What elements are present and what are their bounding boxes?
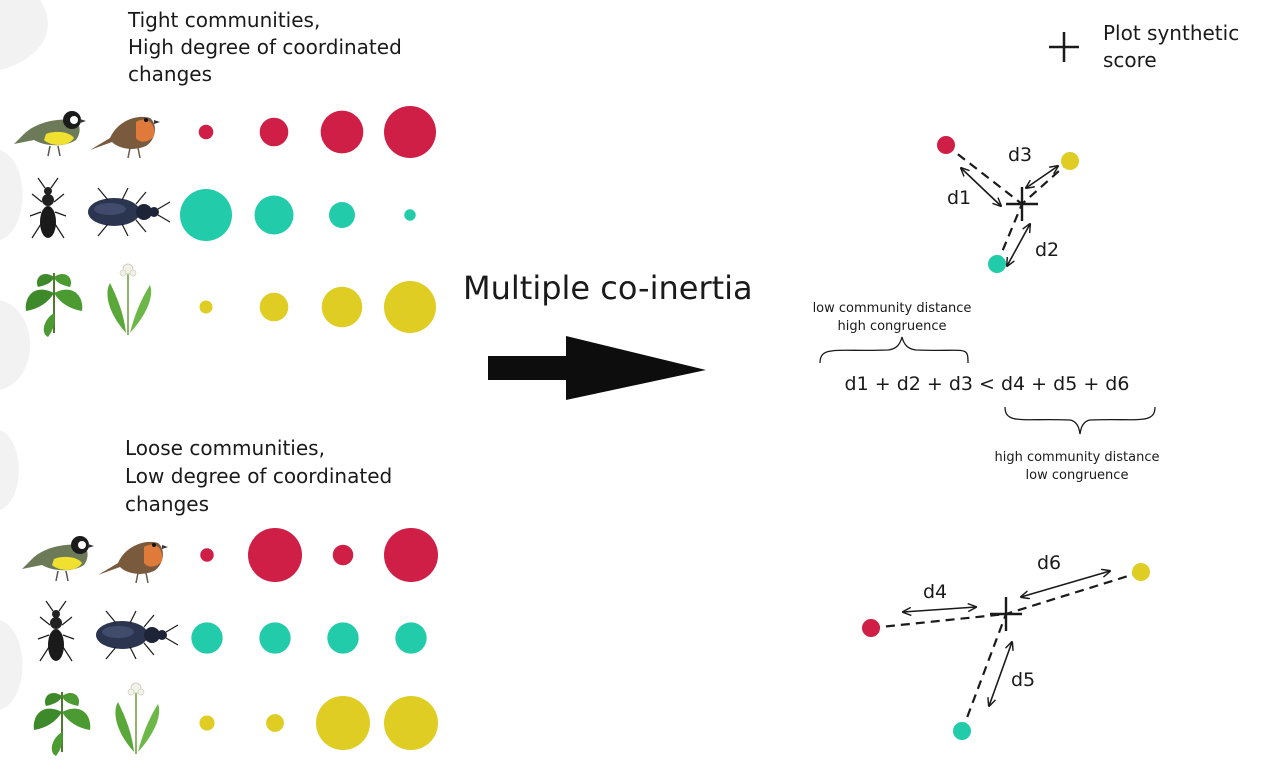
beetles-abundance-dot (329, 202, 355, 228)
loose-title-line-2: Low degree of coordinated (125, 464, 392, 488)
beetles-abundance-dot (404, 209, 416, 221)
plants-abundance-dot (199, 300, 213, 314)
birds-abundance-dot (320, 110, 364, 154)
bird-pair-icon (22, 536, 168, 583)
bird-score-point (862, 619, 880, 637)
birds-abundance-dot (384, 528, 438, 582)
d5-label: d5 (1011, 669, 1035, 691)
birds-abundance-dot (384, 106, 436, 158)
tight-dot-grid (180, 106, 436, 333)
loose-communities-panel: Loose communities, Low degree of coordin… (22, 436, 438, 756)
tight-communities-panel: Tight communities, High degree of coordi… (14, 8, 436, 337)
birds-abundance-dot (200, 548, 214, 562)
loose-coinertia-plot: d4 d5 d6 (862, 552, 1150, 740)
beetle-pair-icon (30, 178, 170, 238)
d4-arrow (903, 607, 976, 612)
legend-label-line-2: score (1103, 48, 1157, 72)
d1-arrow (961, 168, 1001, 206)
plant-pair-icon (34, 683, 159, 756)
beetle-link (995, 203, 1024, 265)
beetles-abundance-dot (259, 622, 291, 654)
low-distance-annotation-line-2: high congruence (837, 319, 946, 334)
high-distance-annotation-line-1: high community distance (994, 450, 1159, 465)
d3-arrow (1026, 166, 1058, 188)
synthetic-score-cross-icon (990, 597, 1022, 631)
plants-abundance-dot (316, 696, 370, 750)
d2-label: d2 (1035, 239, 1059, 261)
tight-title-line-3: changes (128, 62, 212, 86)
plants-abundance-dot (384, 281, 436, 333)
d1-label: d1 (947, 187, 971, 209)
beetles-abundance-dot (327, 622, 359, 654)
low-distance-annotation-line-1: low community distance (813, 301, 972, 316)
birds-abundance-dot (332, 544, 354, 566)
loose-title-line-1: Loose communities, (125, 436, 325, 460)
tight-title-line-1: Tight communities, (127, 8, 320, 32)
bird-pair-icon (14, 111, 160, 158)
high-distance-annotation-line-2: low congruence (1026, 468, 1129, 483)
tight-title-line-2: High degree of coordinated (128, 35, 402, 59)
plant-pair-icon (26, 264, 151, 337)
beetle-score-point (953, 722, 971, 740)
beetles-abundance-dot (191, 622, 223, 654)
d3-label: d3 (1008, 144, 1032, 166)
birds-abundance-dot (198, 124, 214, 140)
d4-label: d4 (923, 581, 947, 603)
beetle-pair-icon (38, 601, 178, 661)
bird-link (870, 612, 1007, 630)
synthetic-score-cross-icon (1006, 187, 1038, 221)
plants-abundance-dot (321, 286, 363, 328)
beetles-abundance-dot (395, 622, 427, 654)
plant-link (1021, 160, 1071, 205)
method-label: Multiple co-inertia (463, 269, 753, 307)
left-brace (819, 336, 969, 364)
congruence-formula: d1 + d2 + d3 < d4 + d5 + d6 (845, 373, 1130, 395)
plant-score-point (1132, 563, 1150, 581)
right-brace (1004, 406, 1156, 435)
d6-label: d6 (1037, 552, 1061, 574)
loose-dot-grid (191, 528, 438, 750)
beetle-link (960, 613, 1008, 732)
plants-abundance-dot (199, 715, 215, 731)
background-decoration (0, 0, 48, 710)
plant-score-point (1061, 152, 1079, 170)
loose-title-line-3: changes (125, 492, 209, 516)
legend-label-line-1: Plot synthetic (1103, 21, 1239, 45)
bird-score-point (937, 136, 955, 154)
plants-abundance-dot (266, 714, 284, 732)
legend: Plot synthetic score (1049, 21, 1239, 72)
beetles-abundance-dot (180, 189, 232, 241)
beetles-abundance-dot (254, 195, 294, 235)
birds-abundance-dot (248, 528, 302, 582)
birds-abundance-dot (259, 117, 289, 147)
d6-arrow (1021, 571, 1110, 597)
plant-link (1005, 570, 1142, 616)
tight-coinertia-plot: d1 d2 d3 (937, 136, 1079, 273)
plants-abundance-dot (384, 696, 438, 750)
beetle-score-point (988, 255, 1006, 273)
plants-abundance-dot (259, 292, 289, 322)
big-arrow-icon (488, 336, 706, 400)
d2-arrow (1007, 224, 1030, 266)
synthetic-score-cross-icon (1049, 32, 1079, 62)
d5-arrow (989, 642, 1012, 706)
